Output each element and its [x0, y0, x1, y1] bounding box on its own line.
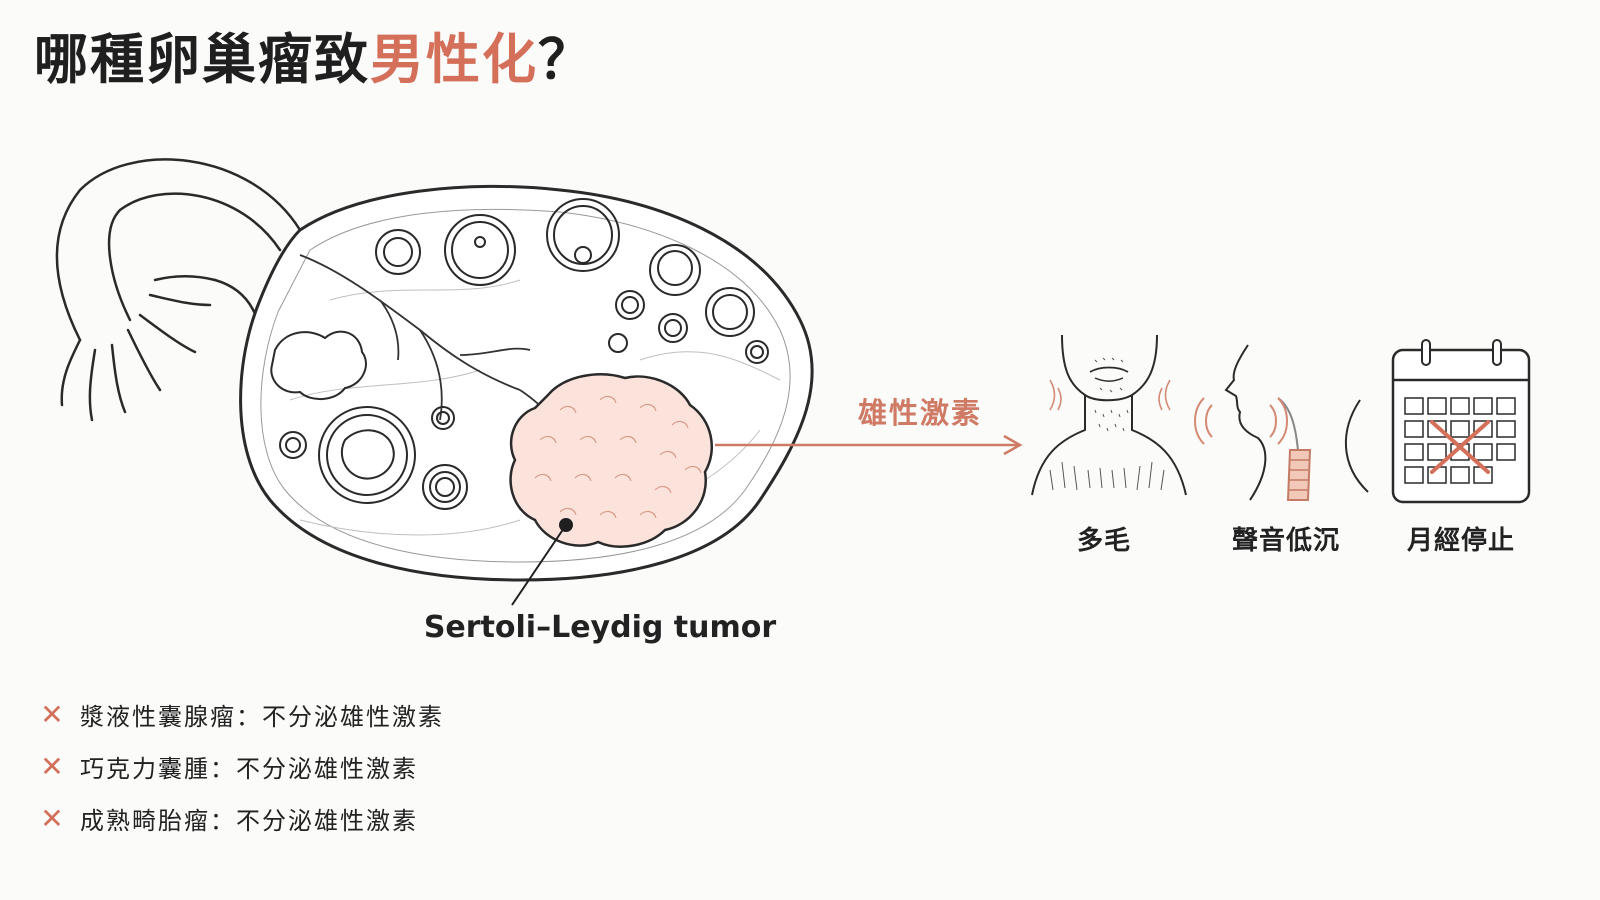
- calendar-cancel-icon: [1391, 339, 1531, 504]
- tumor-label: Sertoli–Leydig tumor: [423, 610, 777, 645]
- note-text: 成熟畸胎瘤：不分泌雄性激素: [80, 806, 418, 835]
- cross-icon: ✕: [40, 801, 66, 835]
- note-item: ✕ 巧克力囊腫：不分泌雄性激素: [36, 740, 444, 792]
- note-text: 巧克力囊腫：不分泌雄性激素: [80, 754, 418, 783]
- note-item: ✕ 成熟畸胎瘤：不分泌雄性激素: [36, 792, 444, 844]
- symptom-label-hirsutism: 多毛: [1076, 526, 1131, 556]
- exclusion-notes: ✕ 漿液性囊腺瘤：不分泌雄性激素 ✕ 巧克力囊腫：不分泌雄性激素 ✕ 成熟畸胎瘤…: [36, 688, 444, 844]
- note-item: ✕ 漿液性囊腺瘤：不分泌雄性激素: [36, 688, 444, 740]
- title-suffix: ？: [538, 28, 594, 91]
- cross-icon: ✕: [40, 749, 66, 783]
- title-prefix: 哪種卵巢瘤致: [34, 28, 370, 91]
- sertoli-leydig-tumor: [509, 373, 713, 606]
- hirsutism-face-icon: [1031, 334, 1187, 496]
- corpus-cluster: [270, 330, 367, 400]
- cross-icon: ✕: [40, 697, 66, 731]
- androgen-label: 雄性激素: [857, 396, 982, 430]
- symptom-label-voice: 聲音低沉: [1231, 526, 1340, 556]
- page-title: 哪種卵巢瘤致男性化？: [34, 28, 594, 92]
- follicles: [279, 198, 769, 510]
- fallopian-tube: [55, 158, 302, 422]
- ovary-outline: [239, 184, 814, 582]
- note-text: 漿液性囊腺瘤：不分泌雄性激素: [80, 702, 444, 731]
- title-highlight: 男性化: [370, 28, 538, 91]
- symptom-label-amenorrhea: 月經停止: [1406, 526, 1515, 556]
- androgen-arrow: [715, 434, 1023, 456]
- deep-voice-icon: [1194, 344, 1369, 501]
